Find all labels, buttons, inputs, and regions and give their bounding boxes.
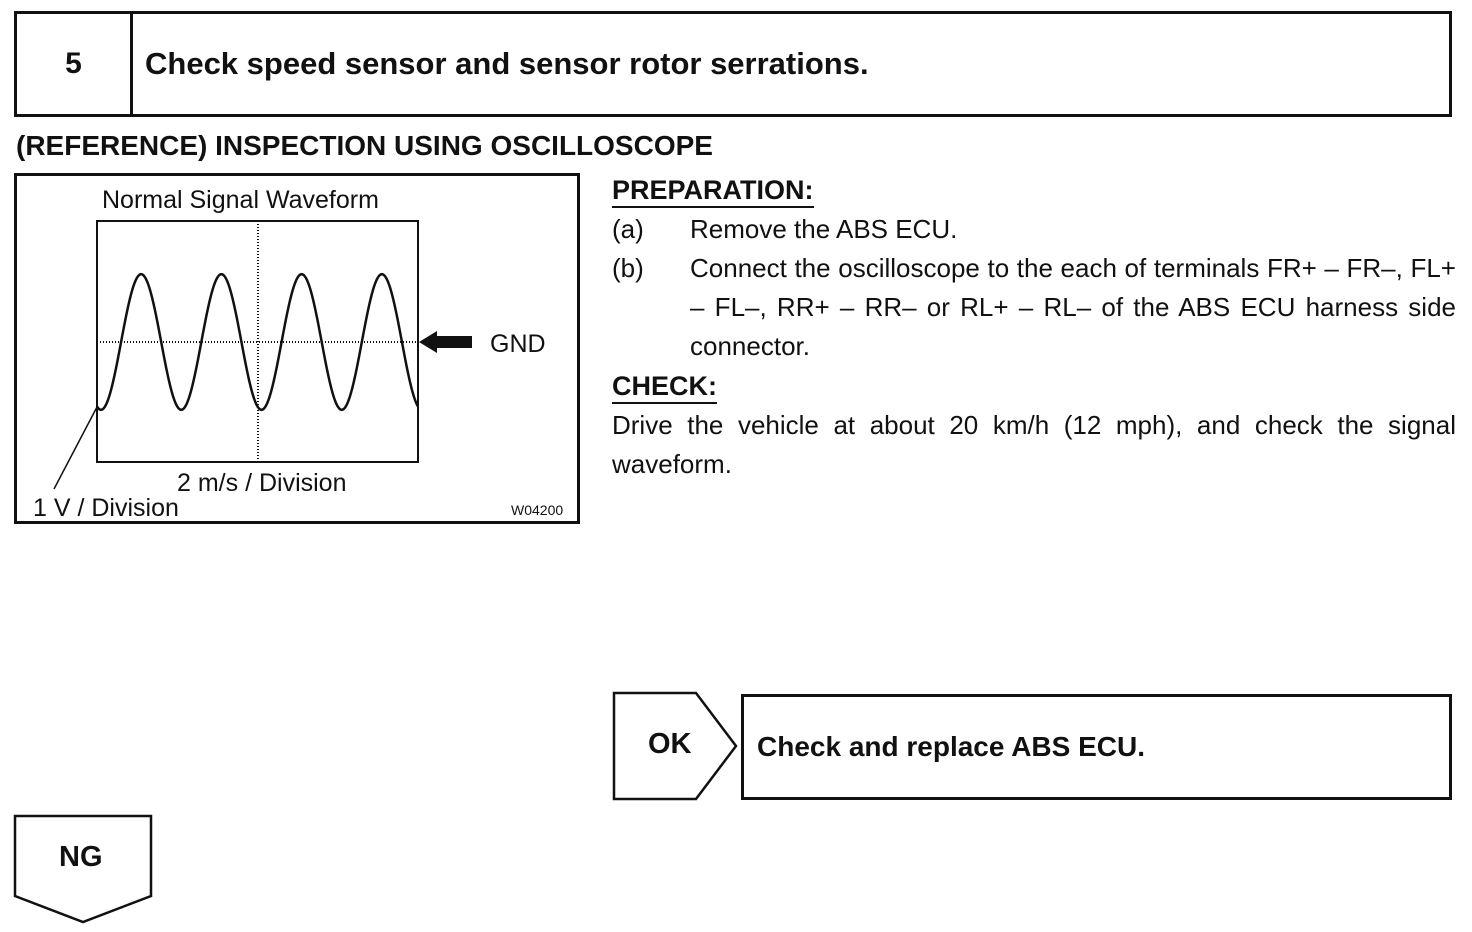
step-title: Check speed sensor and sensor rotor serr… xyxy=(145,46,869,81)
oscilloscope-figure: Normal Signal Waveform GND 2 m/s / Divis… xyxy=(14,173,580,524)
signal-waveform xyxy=(95,272,420,412)
item-text: Connect the oscilloscope to the each of … xyxy=(690,253,1456,361)
y-unit-leader-line xyxy=(53,406,98,490)
ok-label: OK xyxy=(648,728,692,760)
item-text: Remove the ABS ECU. xyxy=(690,214,958,244)
figure-code: W04200 xyxy=(511,502,564,518)
step-number: 5 xyxy=(17,14,133,114)
ng-label: NG xyxy=(59,841,103,873)
check-heading: CHECK: xyxy=(612,370,717,404)
section-heading: (REFERENCE) INSPECTION USING OSCILLOSCOP… xyxy=(16,130,713,161)
ng-branch-arrow xyxy=(13,814,153,924)
x-unit-label: 2 m/s / Division xyxy=(177,469,347,497)
preparation-heading: PREPARATION: xyxy=(612,174,814,208)
ok-action-box: Check and replace ABS ECU. xyxy=(741,694,1452,800)
item-key: (a) xyxy=(612,214,644,244)
item-key: (b) xyxy=(612,253,644,283)
preparation-item: (a) Remove the ABS ECU. xyxy=(612,210,1456,249)
y-unit-label: 1 V / Division xyxy=(33,494,179,522)
figure-title: Normal Signal Waveform xyxy=(102,186,379,214)
ok-branch-arrow xyxy=(612,691,738,801)
gnd-arrow-icon xyxy=(419,331,472,353)
oscilloscope-graph xyxy=(53,220,472,490)
gnd-label: GND xyxy=(490,330,546,358)
step-header: 5 Check speed sensor and sensor rotor se… xyxy=(14,11,1452,117)
check-text: Drive the vehicle at about 20 km/h (12 m… xyxy=(612,410,1456,479)
preparation-item: (b) Connect the oscilloscope to the each… xyxy=(612,249,1456,366)
instructions: PREPARATION: (a) Remove the ABS ECU. (b)… xyxy=(612,170,1456,484)
